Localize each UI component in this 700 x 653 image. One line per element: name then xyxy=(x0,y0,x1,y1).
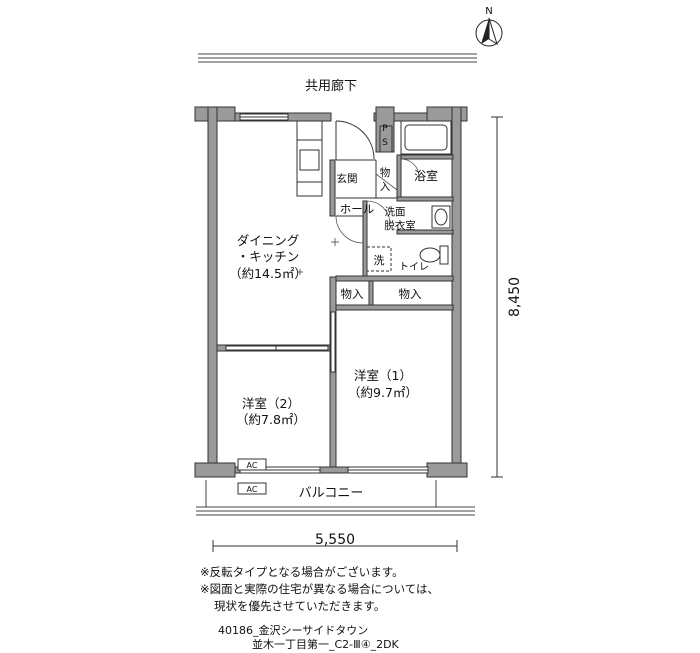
entrance-door-icon xyxy=(335,120,375,160)
footer-line-1: 40186_金沢シーサイドタウン xyxy=(218,624,369,637)
corridor-lines xyxy=(198,53,477,63)
sliding-doors xyxy=(225,311,336,373)
washroom-label-2: 脱衣室 xyxy=(384,219,416,232)
dining-kitchen-name-2: ・キッチン xyxy=(237,249,300,264)
footer-line-2: 並木一丁目第一_C2-Ⅲ④_2DK xyxy=(252,638,399,651)
toilet-icon xyxy=(419,245,449,265)
north-label: N xyxy=(485,6,492,17)
balcony-label: バルコニー xyxy=(299,486,364,501)
corridor-label: 共用廊下 xyxy=(305,78,357,94)
hall-label: ホール xyxy=(340,202,375,216)
kitchen-counter xyxy=(296,120,323,197)
ac-label-2: AC xyxy=(247,485,258,494)
storage-small-label-1: 物 xyxy=(380,166,391,179)
dimension-line-height xyxy=(491,116,503,478)
door-swings xyxy=(335,158,420,244)
dining-kitchen-area: （約14.5㎡） xyxy=(229,266,307,281)
bathtub-icon xyxy=(400,120,452,155)
entrance-label: 玄関 xyxy=(337,172,358,185)
wash-basin-icon xyxy=(431,205,451,229)
balcony-lines xyxy=(196,480,475,516)
washer-label: 洗 xyxy=(374,254,385,267)
note-3: 現状を優先させていただきます。 xyxy=(214,599,386,613)
dining-kitchen-name: ダイニング xyxy=(237,233,300,248)
storage-b-label: 物入 xyxy=(399,287,422,301)
western-room-2-name: 洋室（2） xyxy=(242,396,300,411)
height-dimension: 8,450 xyxy=(507,277,523,317)
note-2: ※図面と実際の住宅が異なる場合については、 xyxy=(200,582,440,596)
western-room-1-name: 洋室（1） xyxy=(354,368,412,383)
ac-unit-1 xyxy=(237,458,267,471)
bath-label: 浴室 xyxy=(414,168,438,183)
ac-unit-2 xyxy=(237,482,267,495)
north-arrow-icon xyxy=(475,17,503,47)
ceiling-markers xyxy=(297,238,339,275)
western-room-2-area: （約7.8㎡） xyxy=(236,412,306,427)
storage-small-label-2: 入 xyxy=(380,181,391,193)
interior-lines xyxy=(336,125,397,217)
toilet-label: トイレ xyxy=(399,262,429,273)
ps-label-1: P xyxy=(382,124,388,134)
dimension-line-width xyxy=(212,540,458,552)
ac-label-1: AC xyxy=(247,461,258,470)
ac-units xyxy=(237,458,267,495)
note-1: ※反転タイプとなる場合がございます。 xyxy=(200,565,404,579)
washroom-label-1: 洗面 xyxy=(385,206,406,218)
western-room-1-area: （約9.7㎡） xyxy=(348,385,418,400)
storage-a-label: 物入 xyxy=(341,287,364,301)
outer-walls xyxy=(194,106,468,478)
washer-space xyxy=(366,246,392,272)
ps-label-2: S xyxy=(382,138,388,148)
width-dimension: 5,550 xyxy=(315,532,355,548)
